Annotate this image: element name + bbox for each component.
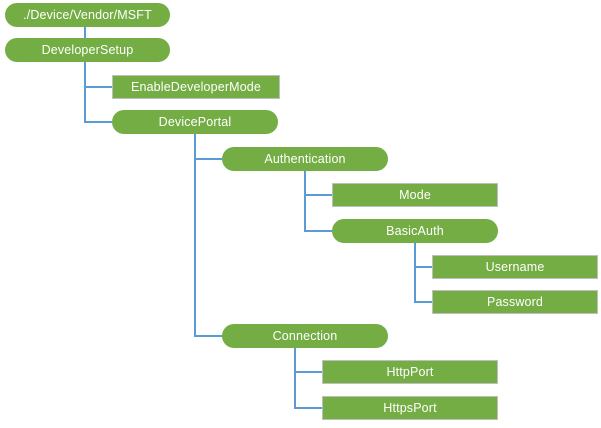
connector-connection-to-httpsport <box>294 348 322 409</box>
connector-authentication-to-basicauth <box>304 171 332 232</box>
node-username[interactable]: Username <box>432 255 598 279</box>
connector-basicauth-to-username <box>414 243 432 268</box>
node-httpsport[interactable]: HttpsPort <box>322 396 498 420</box>
node-password[interactable]: Password <box>432 290 598 314</box>
node-authentication[interactable]: Authentication <box>222 147 388 171</box>
connector-deviceportal-to-authentication <box>194 134 222 160</box>
connector-basicauth-to-password <box>414 243 432 303</box>
connector-developersetup-to-deviceportal <box>84 62 112 123</box>
connector-deviceportal-to-connection <box>194 134 222 337</box>
connector-connection-to-httpport <box>294 348 322 373</box>
connector-authentication-to-mode <box>304 171 332 196</box>
node-root[interactable]: ./Device/Vendor/MSFT <box>5 3 170 27</box>
node-enabledevelopermode[interactable]: EnableDeveloperMode <box>112 75 280 99</box>
node-deviceportal[interactable]: DevicePortal <box>112 110 278 134</box>
node-basicauth[interactable]: BasicAuth <box>332 219 498 243</box>
connector-developersetup-to-enabledevelopermode <box>84 62 112 88</box>
node-httpport[interactable]: HttpPort <box>322 360 498 384</box>
node-connection[interactable]: Connection <box>222 324 388 348</box>
node-developersetup[interactable]: DeveloperSetup <box>5 38 170 62</box>
node-mode[interactable]: Mode <box>332 183 498 207</box>
